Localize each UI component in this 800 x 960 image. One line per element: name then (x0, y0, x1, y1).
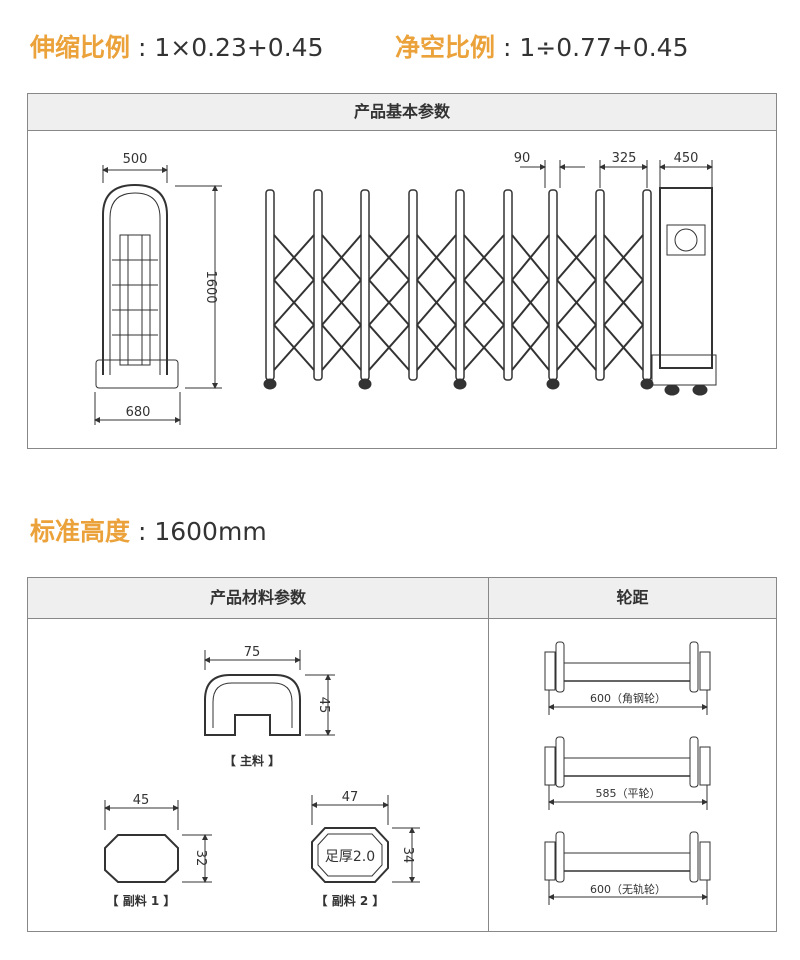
gate-wheel (358, 378, 372, 390)
aux1-width: 45 (133, 793, 150, 808)
wheel (544, 746, 556, 786)
dim-height: 1600 (203, 270, 218, 303)
basic-params-panel: 产品基本参数 (27, 93, 777, 449)
motor-head (520, 160, 717, 396)
clearance-ratio-label: 净空比例 (395, 33, 496, 62)
main-caption: 【 主料 】 (224, 753, 280, 768)
gate-post (595, 189, 605, 381)
wheelbase-label: 585（平轮） (596, 786, 661, 800)
separator: : (130, 33, 155, 62)
telescopic-ratio-value: 1×0.23+0.45 (154, 33, 324, 62)
aux-profile-1 (104, 800, 212, 883)
gate-post (455, 189, 465, 381)
gate-wheel (546, 378, 560, 390)
aux2-width: 47 (342, 790, 359, 805)
separator: : (495, 33, 520, 62)
dim-unit-pitch: 325 (612, 151, 637, 166)
dim-post-gap: 90 (514, 151, 531, 166)
gate-wheel (453, 378, 467, 390)
gate-wheel (640, 378, 654, 390)
wheel (699, 746, 711, 786)
aux2-caption: 【 副料 2 】 (316, 893, 385, 908)
gate-front-view (94, 165, 222, 425)
gate-post (360, 189, 370, 381)
gate-post (548, 189, 558, 381)
main-width: 75 (244, 645, 261, 660)
wheel (699, 651, 711, 691)
clearance-ratio: 净空比例 : 1÷0.77+0.45 (395, 28, 688, 64)
gate-post (503, 189, 513, 381)
dim-base-width: 680 (126, 405, 151, 420)
dim-motor-width: 450 (674, 151, 699, 166)
main-height: 45 (316, 697, 331, 714)
telescopic-ratio-label: 伸缩比例 (30, 33, 131, 62)
wheel (699, 841, 711, 881)
gate-post (408, 189, 418, 381)
separator: : (130, 517, 155, 546)
standard-height-value: 1600mm (154, 517, 267, 546)
gate-wheel (263, 378, 277, 390)
clearance-ratio-value: 1÷0.77+0.45 (519, 33, 689, 62)
basic-params-header: 产品基本参数 (28, 94, 776, 131)
telescopic-ratio: 伸缩比例 : 1×0.23+0.45 (30, 28, 323, 64)
wheelbase-label: 600（无轨轮） (590, 882, 666, 896)
gate-side-view (263, 189, 654, 390)
aux1-height: 32 (193, 850, 208, 867)
aux2-thickness: 足厚2.0 (325, 849, 375, 865)
standard-height-label: 标准高度 (30, 517, 131, 546)
material-panel: 产品材料参数 轮距 (27, 577, 777, 932)
aux1-caption: 【 副料 1 】 (107, 893, 176, 908)
wheel (544, 841, 556, 881)
standard-height: 标准高度 : 1600mm (30, 512, 267, 548)
dim-head-width: 500 (123, 152, 148, 167)
gate-post (313, 189, 323, 381)
material-params-header: 产品材料参数 (28, 578, 489, 619)
aux-profile-2 (311, 795, 420, 883)
wheel (544, 651, 556, 691)
aux2-height: 34 (400, 847, 415, 864)
wheelbase-header: 轮距 (489, 578, 776, 619)
gate-post (265, 189, 275, 381)
gate-post (642, 189, 652, 381)
main-profile (204, 650, 335, 736)
wheelbase-label: 600（角钢轮） (590, 691, 666, 705)
divider (488, 618, 489, 931)
